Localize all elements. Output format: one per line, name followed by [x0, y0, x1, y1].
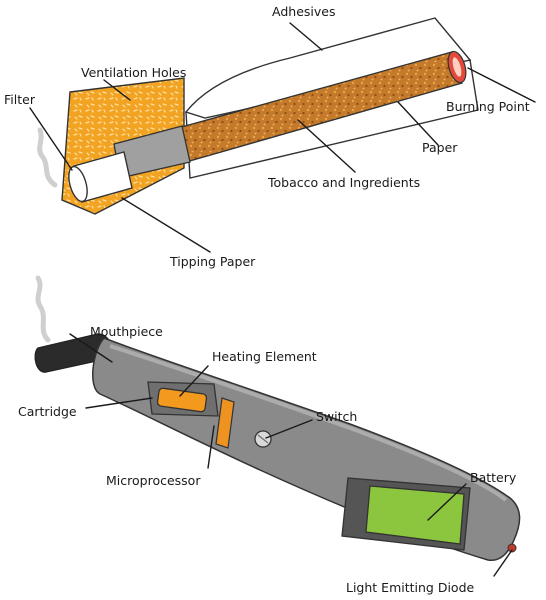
label-battery: Battery [470, 470, 517, 485]
label-switch: Switch [316, 409, 357, 424]
label-paper: Paper [422, 140, 458, 155]
ecig-smoke [35, 275, 51, 343]
orange-ring [215, 397, 235, 449]
battery [365, 485, 465, 545]
heating-element [156, 387, 208, 413]
cigarette-diagram: Adhesives Ventilation Holes Filter Burni… [4, 4, 536, 269]
label-filter: Filter [4, 92, 36, 107]
label-cartridge: Cartridge [18, 404, 77, 419]
label-mouthpiece: Mouthpiece [90, 324, 163, 339]
led-light [507, 543, 517, 553]
ecig-diagram: Mouthpiece Heating Element Cartridge Swi… [18, 275, 521, 595]
label-microprocessor: Microprocessor [106, 473, 201, 488]
label-led: Light Emitting Diode [346, 580, 475, 595]
adhesive-flap [184, 17, 472, 119]
label-heating-element: Heating Element [212, 349, 317, 364]
label-ventilation-holes: Ventilation Holes [81, 65, 186, 80]
label-tipping-paper: Tipping Paper [169, 254, 256, 269]
label-tobacco: Tobacco and Ingredients [267, 175, 420, 190]
label-burning-point: Burning Point [446, 99, 530, 114]
label-adhesives: Adhesives [272, 4, 335, 19]
filter-end [68, 165, 88, 203]
cigarette-smoke [37, 127, 58, 188]
